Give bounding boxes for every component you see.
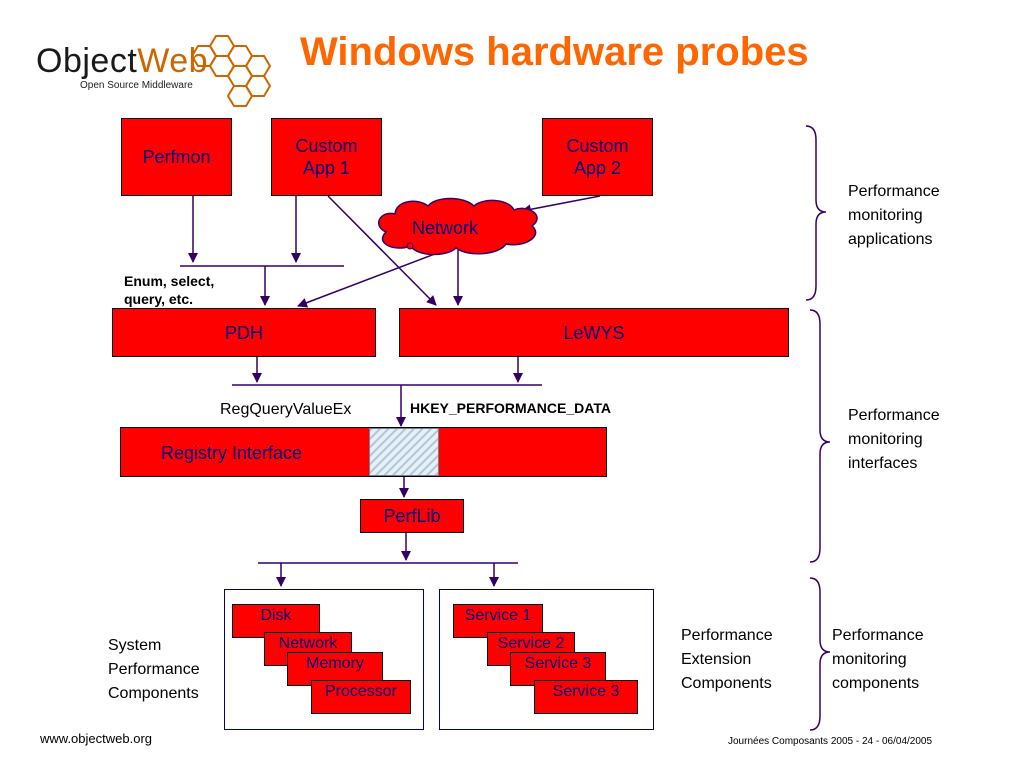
- service-1-label: Service 1: [464, 607, 532, 624]
- interfaces-line2: monitoring: [848, 431, 923, 448]
- service-3b-box: Service 3: [534, 680, 638, 714]
- network-cloud-icon: [378, 197, 538, 256]
- interfaces-line3: interfaces: [848, 455, 918, 472]
- arrow-app2-to-network: [521, 195, 601, 215]
- footer-url[interactable]: www.objectweb.org: [40, 731, 152, 746]
- arrow-network-to-pdh: [297, 251, 441, 308]
- pdh-label: PDH: [224, 322, 263, 343]
- lewys-label: LeWYS: [563, 322, 625, 343]
- components-line3: components: [832, 675, 920, 692]
- enum-select-line2: query, etc.: [124, 291, 193, 307]
- registry-interface-box: Registry Interface: [120, 427, 607, 477]
- hkey-label: HKEY_PERFORMANCE_DATA: [410, 400, 611, 416]
- logo-object: Object: [36, 42, 138, 80]
- applications-line2: monitoring: [848, 207, 923, 224]
- processor-label: Processor: [324, 683, 398, 700]
- custom-app-1-box: Custom App 1: [271, 118, 382, 196]
- system-performance-components-label: System Performance Components: [108, 634, 200, 706]
- logo-web: Web: [137, 42, 209, 80]
- registry-hatched-segment: [369, 428, 439, 476]
- custom-app-2-line1: Custom: [566, 136, 629, 156]
- disk-label: Disk: [260, 607, 292, 624]
- perfmon-label: Perfmon: [142, 147, 211, 167]
- applications-line3: applications: [848, 231, 933, 248]
- interfaces-line1: Performance: [848, 407, 940, 424]
- objectweb-logo: ObjectWeb Open Source Middleware: [36, 28, 286, 118]
- applications-line1: Performance: [848, 183, 940, 200]
- brace-components: [809, 577, 831, 731]
- brace-interfaces: [809, 309, 831, 563]
- perflib-box: PerfLib: [360, 499, 464, 533]
- custom-app-1-line1: Custom: [295, 136, 358, 156]
- network-component-label: Network: [278, 635, 338, 652]
- system-label-line1: System: [108, 637, 162, 654]
- monitoring-interfaces-label: Performance monitoring interfaces: [848, 404, 940, 476]
- perfmon-box: Perfmon: [121, 118, 232, 196]
- registry-interface-label: Registry Interface: [161, 443, 303, 463]
- enum-select-label: Enum, select, query, etc.: [124, 272, 214, 308]
- components-line2: monitoring: [832, 651, 907, 668]
- extension-line1: Performance: [681, 627, 773, 644]
- custom-app-1-line2: App 1: [302, 158, 351, 178]
- network-label: Network: [412, 218, 479, 238]
- processor-box: Processor: [311, 680, 411, 714]
- custom-app-2-box: Custom App 2: [542, 118, 653, 196]
- system-label-line3: Components: [108, 685, 199, 702]
- pdh-box: PDH: [112, 308, 376, 357]
- custom-app-2-line2: App 2: [573, 158, 622, 178]
- regquery-label: RegQueryValueEx: [220, 401, 352, 418]
- monitoring-applications-label: Performance monitoring applications: [848, 180, 940, 252]
- perflib-label: PerfLib: [383, 506, 441, 526]
- system-label-line2: Performance: [108, 661, 200, 678]
- logo-hexagons-icon: [190, 35, 272, 107]
- service-3b-label: Service 3: [552, 683, 620, 700]
- memory-label: Memory: [306, 655, 364, 672]
- page-title: Windows hardware probes: [300, 30, 809, 74]
- monitoring-components-label: Performance monitoring components: [832, 624, 924, 696]
- arrow-app1-to-lewys: [327, 195, 437, 306]
- footer-event: Journées Composants 2005 - 24 - 06/04/20…: [728, 736, 933, 747]
- enum-select-line1: Enum, select,: [124, 273, 215, 289]
- components-line1: Performance: [832, 627, 924, 644]
- extension-line2: Extension: [681, 651, 752, 668]
- brace-applications: [805, 125, 827, 301]
- extension-components-label: Performance Extension Components: [681, 624, 773, 696]
- service-2-label: Service 2: [497, 635, 565, 652]
- logo-wordmark: ObjectWeb: [36, 42, 208, 81]
- lewys-box: LeWYS: [399, 308, 789, 357]
- service-3a-label: Service 3: [524, 655, 592, 672]
- extension-line3: Components: [681, 675, 772, 692]
- logo-tagline: Open Source Middleware: [80, 80, 193, 91]
